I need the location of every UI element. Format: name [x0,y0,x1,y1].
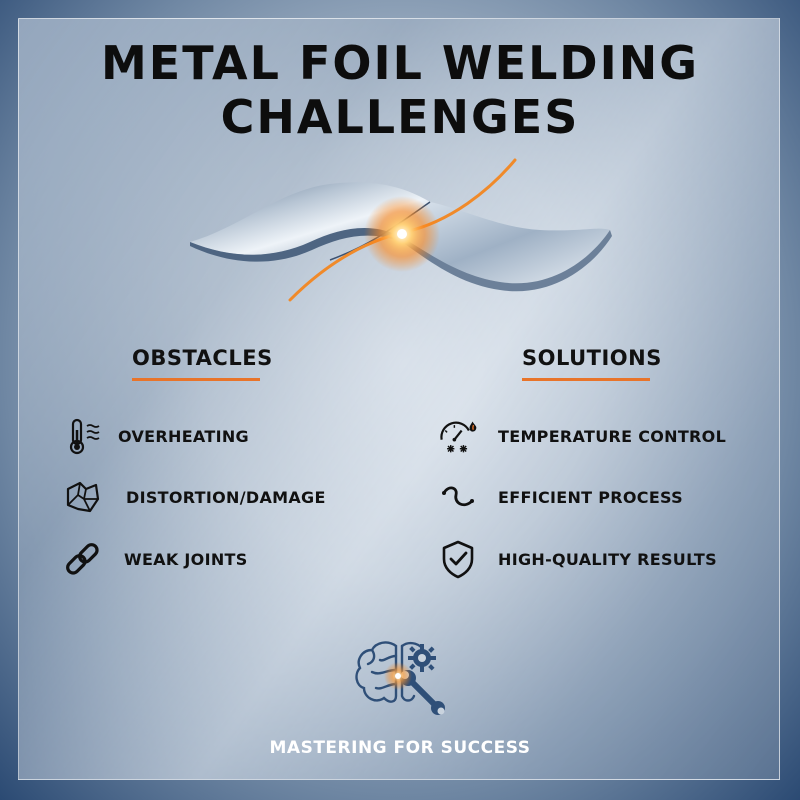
title-line-2: CHALLENGES [220,90,580,144]
obstacle-label: OVERHEATING [118,426,249,446]
metal-foil-illustration [190,158,612,302]
chain-link-icon [62,539,102,579]
gauge-flame-snowflake-icon [438,416,478,456]
obstacle-label: DISTORTION/DAMAGE [126,487,326,507]
title-line-1: METAL FOIL WELDING [101,36,699,90]
solution-item: EFFICIENT PROCESS [438,475,683,519]
solution-item: HIGH-QUALITY RESULTS [438,537,717,581]
obstacle-item: OVERHEATING [62,414,249,458]
obstacle-item: DISTORTION/DAMAGE [62,475,326,519]
solution-item: TEMPERATURE CONTROL [438,414,726,458]
frame-panel [18,18,780,780]
wavy-path-icon [438,477,478,517]
obstacle-item: WEAK JOINTS [62,537,248,581]
solution-label: TEMPERATURE CONTROL [498,426,727,446]
brain-gear-wrench-icon [355,641,445,715]
solution-label: HIGH-QUALITY RESULTS [498,549,717,569]
obstacles-heading: OBSTACLES [132,346,272,381]
obstacle-label: WEAK JOINTS [124,549,248,569]
thermometer-icon [62,416,102,456]
footer-tagline: MASTERING FOR SUCCESS [269,738,531,758]
page-title: METAL FOIL WELDING CHALLENGES [0,36,800,144]
crumpled-foil-icon [62,477,102,517]
solution-label: EFFICIENT PROCESS [498,487,683,507]
solutions-heading: SOLUTIONS [522,346,661,381]
shield-check-icon [438,539,478,579]
